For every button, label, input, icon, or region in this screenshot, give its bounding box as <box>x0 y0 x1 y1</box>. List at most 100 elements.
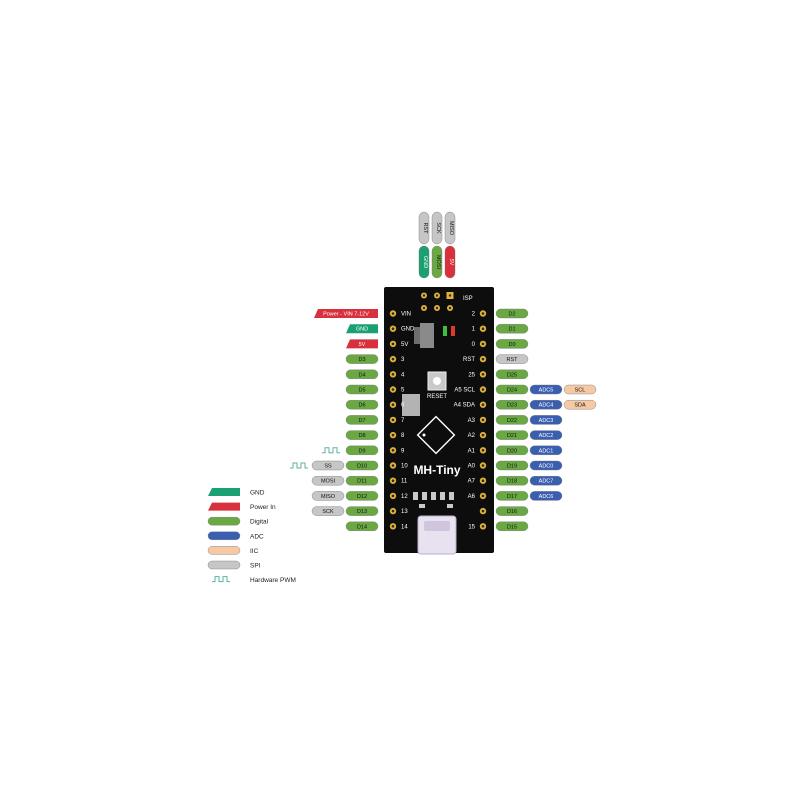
header-hole-center <box>481 388 485 391</box>
pin-func-scl-text: SCL <box>575 388 586 394</box>
isp-sck-shape <box>431 211 443 245</box>
silk-label: A6 <box>468 494 476 500</box>
silk-label: 0 <box>472 342 476 348</box>
crystal <box>402 394 420 416</box>
isp-rst: RST <box>418 211 430 245</box>
pin-d16-shape <box>495 506 529 516</box>
pin-func-miso-text: MISO <box>321 494 336 500</box>
pin-d13-text: D13 <box>357 509 367 515</box>
header-hole-center <box>391 418 395 422</box>
silk-label: A7 <box>468 479 476 485</box>
silk-label: A4 SDA <box>454 403 475 409</box>
mh-tiny-board: RESET MH-Tiny ISP VINGND5V34567891011121… <box>384 287 494 555</box>
pin-d16-text: D16 <box>507 509 517 515</box>
pin-func-adc0-shape <box>529 460 563 471</box>
legend-pwm-wave-icon <box>212 576 230 583</box>
pin-d23-shape <box>495 400 529 410</box>
pin-d25: D25 <box>495 369 529 379</box>
header-hole-center <box>481 357 485 361</box>
isp-sck-text: SCK <box>435 222 441 234</box>
legend-swatch <box>208 502 240 511</box>
isp-mosi: MOSI <box>431 245 443 279</box>
pin-d7-text: D7 <box>358 418 365 424</box>
silk-label: 2 <box>472 312 476 318</box>
pin-d14-shape <box>345 521 379 531</box>
right-header-holes <box>479 310 487 530</box>
header-hole-center <box>481 403 485 407</box>
pin-5v-text: 5V <box>359 342 366 348</box>
isp-sck: SCK <box>431 211 443 245</box>
legend-label: GND <box>250 490 265 497</box>
silk-label: 6 <box>401 403 405 409</box>
pin-d25-text: D25 <box>507 372 517 378</box>
silk-label: 8 <box>401 433 405 439</box>
pin-func-ss-text: SS <box>324 464 332 470</box>
pin-power-vin-7-12v: Power - VIN 7-12V <box>314 309 378 318</box>
pin-func-adc1-text: ADC1 <box>539 448 554 454</box>
isp-label: ISP <box>463 296 473 302</box>
silk-label: 25 <box>468 372 475 378</box>
pin-d15-text: D15 <box>507 524 517 530</box>
silk-label: VIN <box>401 312 411 318</box>
pin-func-ss: SS <box>311 460 345 471</box>
legend-swatch <box>207 517 241 526</box>
pin-d8-text: D8 <box>358 433 365 439</box>
pin-func-adc0: ADC0 <box>529 460 563 471</box>
pin-func-scl: SCL <box>563 384 597 395</box>
legend-item-iic: IIC <box>207 546 259 555</box>
isp-hole-center <box>435 306 439 310</box>
pin-d3-text: D3 <box>358 357 365 363</box>
pin-d10-shape <box>345 460 379 471</box>
pin-d0-shape <box>495 339 529 349</box>
header-hole-center <box>391 403 395 407</box>
pin-func-adc7-text: ADC7 <box>539 479 554 485</box>
pin-gnd-shape <box>346 324 378 334</box>
pin-d6: D6 <box>345 400 379 410</box>
pin-func-sck: SCK <box>311 506 345 516</box>
pin-d12-shape <box>345 491 379 501</box>
reset-button-cap[interactable] <box>433 377 441 385</box>
header-hole-center <box>481 449 485 452</box>
pin-d24-shape <box>495 384 529 395</box>
isp-gnd-text: GND <box>422 256 428 268</box>
pin-d0: D0 <box>495 339 529 349</box>
pin-d15-shape <box>495 521 529 531</box>
isp-5v-shape <box>444 245 456 279</box>
pin-d9: D9 <box>345 445 379 455</box>
pin-d12-text: D12 <box>357 494 367 500</box>
led-green <box>443 326 447 336</box>
pin-func-adc6: ADC6 <box>529 491 563 501</box>
pin-func-adc5: ADC5 <box>529 384 563 395</box>
legend-swatch <box>207 546 241 555</box>
legend-label: ADC <box>250 533 264 540</box>
pin-rst-shape <box>495 354 529 364</box>
header-hole-center <box>391 342 395 346</box>
pin-func-ss-shape <box>311 460 345 471</box>
header-hole-center <box>391 388 395 391</box>
pin-d9-text: D9 <box>358 448 365 454</box>
pin-d14-text: D14 <box>357 524 367 530</box>
header-hole-center <box>481 433 485 437</box>
pin-d5-text: D5 <box>358 388 365 394</box>
pin-func-adc7: ADC7 <box>529 476 563 486</box>
pin-gnd-text: GND <box>356 327 368 333</box>
pin-func-sck-text: SCK <box>322 509 334 515</box>
pin-d21-text: D21 <box>507 433 517 439</box>
pin-func-adc2: ADC2 <box>529 430 563 440</box>
pin-d5: D5 <box>345 384 379 395</box>
pin-d23: D23 <box>495 400 529 410</box>
pin-rst-text: RST <box>507 357 519 363</box>
pin-d22: D22 <box>495 415 529 425</box>
pin-func-adc2-shape <box>529 430 563 440</box>
pin-func-sda-text: SDA <box>574 403 586 409</box>
pin-rst: RST <box>495 354 529 364</box>
legend-item-hardware-pwm: Hardware PWM <box>212 576 296 584</box>
pin-func-adc5-text: ADC5 <box>539 388 554 394</box>
isp-hole-center <box>422 294 426 297</box>
pin-func-scl-shape <box>563 384 597 395</box>
silk-label: 14 <box>401 524 408 530</box>
